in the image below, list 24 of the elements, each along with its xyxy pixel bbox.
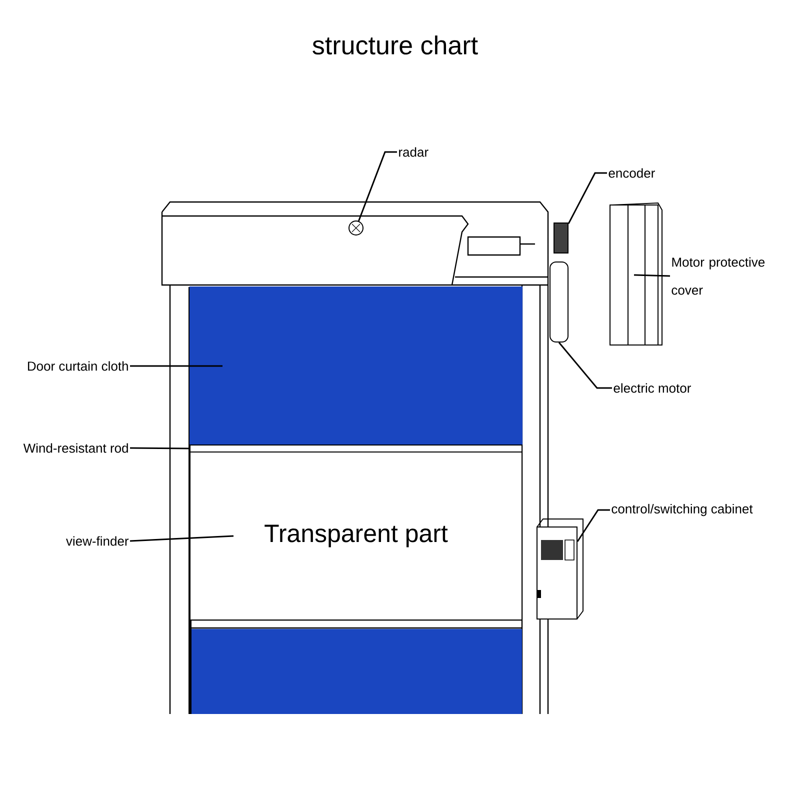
part-label: encoder — [608, 168, 655, 178]
encoder — [554, 222, 568, 254]
control-cabinet — [536, 518, 584, 620]
electric-motor — [550, 262, 568, 342]
part-label: electric motor — [614, 383, 691, 393]
leader-line — [130, 365, 222, 367]
part-label: view-finder — [66, 536, 129, 546]
leader-line — [358, 151, 397, 222]
radar-sensor — [348, 220, 364, 236]
leader-line — [576, 509, 610, 542]
title: structure chart — [312, 35, 478, 55]
leader-line — [130, 535, 234, 542]
part-label: Motor protective cover — [672, 257, 765, 295]
part-label: Wind-resistant rod — [23, 443, 128, 453]
leader-line — [634, 274, 670, 277]
curtain-panel — [190, 286, 522, 446]
part-label: control/switching cabinet — [612, 504, 753, 516]
leader-line — [568, 172, 607, 224]
leader-line — [558, 342, 612, 389]
wind-rod — [190, 444, 522, 452]
part-label: Door curtain cloth — [28, 361, 128, 371]
motor-cover — [610, 204, 658, 346]
leader-line — [130, 447, 190, 450]
part-label: radar — [399, 147, 428, 157]
